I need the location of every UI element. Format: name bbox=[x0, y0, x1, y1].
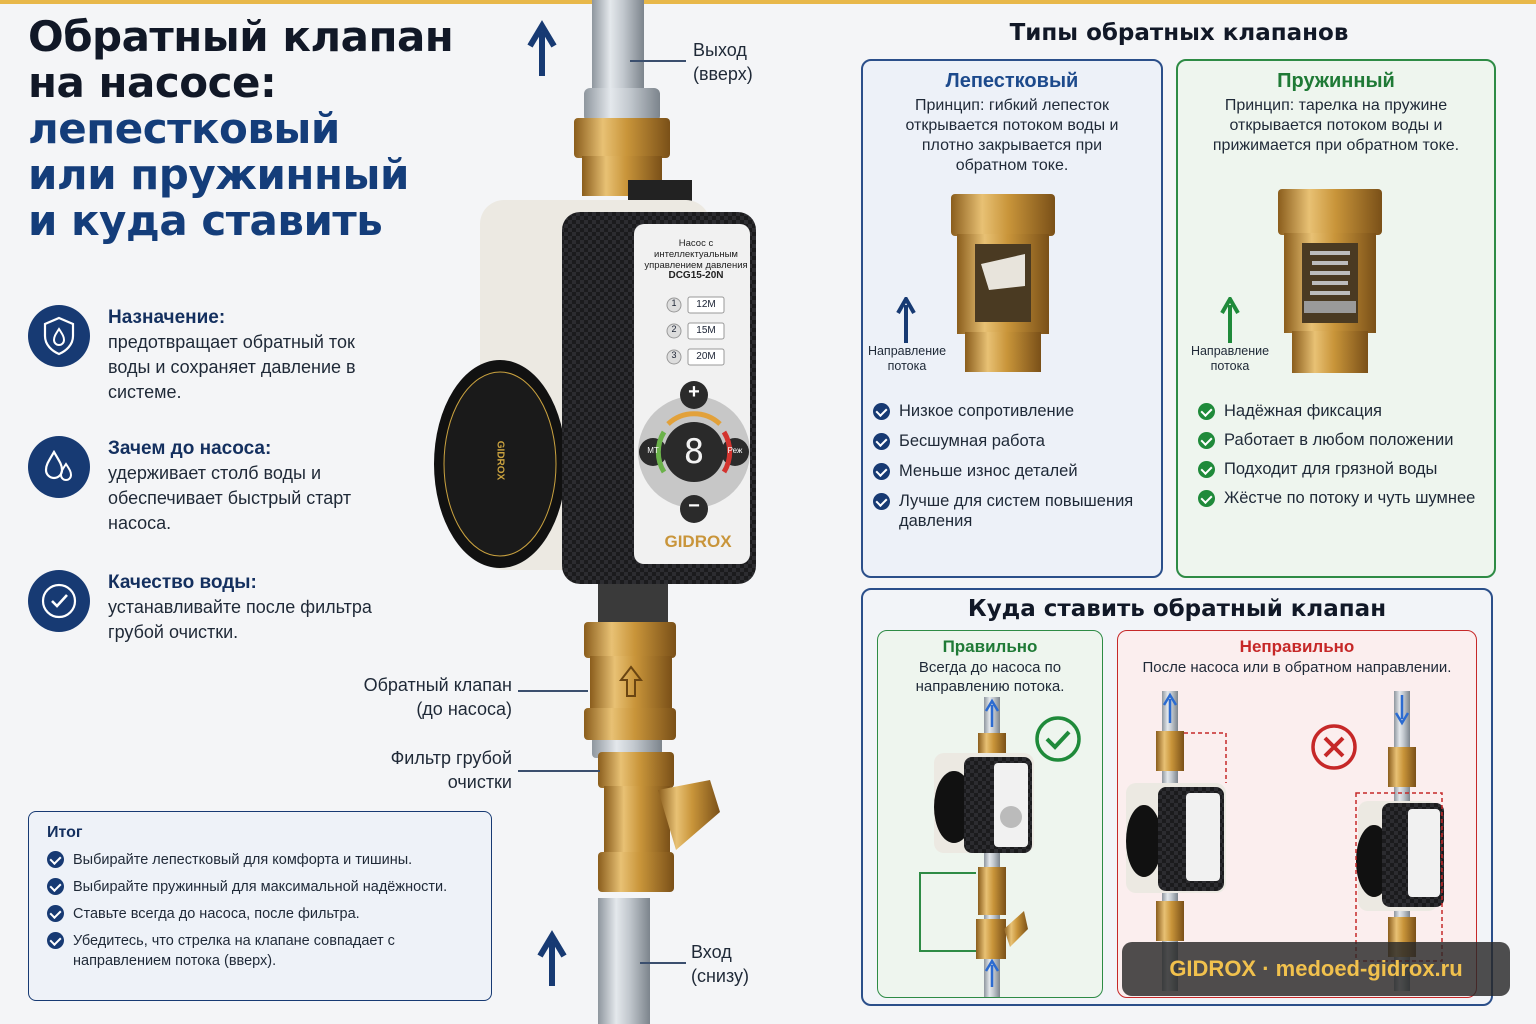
correct-title: Правильно bbox=[942, 637, 1038, 656]
check-icon bbox=[1198, 403, 1215, 420]
summary-box: Итог Выбирайте лепестковый для комфорта … bbox=[28, 811, 492, 1001]
inlet-label: Вход (снизу) bbox=[691, 942, 750, 986]
check-valve bbox=[584, 622, 676, 658]
petal-title: Лепестковый bbox=[945, 70, 1079, 92]
petal-flow-arrow-icon bbox=[896, 297, 916, 343]
check-icon bbox=[873, 403, 890, 420]
filter-leader-line bbox=[518, 770, 600, 772]
check-icon bbox=[1198, 461, 1215, 478]
spring-valve-card: Пружинный Принцип: тарелка на пружине от… bbox=[1176, 59, 1496, 578]
pump-panel-header: Насос с интеллектуальным управлением дав… bbox=[644, 238, 748, 271]
placement-heading: Куда ставить обратный клапан bbox=[967, 596, 1387, 622]
correct-assembly-illustration bbox=[919, 697, 1034, 997]
preset-15m[interactable]: 15M bbox=[696, 325, 716, 336]
outlet-leader-line bbox=[630, 60, 686, 62]
summary-item: Выбирайте лепестковый для комфорта и тиш… bbox=[47, 850, 473, 870]
spring-valve-cutaway bbox=[1278, 189, 1382, 373]
plus-label: + bbox=[688, 381, 700, 403]
outlet-pipe bbox=[592, 0, 644, 100]
petal-principle: Принцип: гибкий лепесток открывается пот… bbox=[905, 97, 1119, 174]
preset-20m[interactable]: 20M bbox=[696, 351, 716, 362]
summary-item: Выбирайте пружинный для максимальной над… bbox=[47, 877, 473, 897]
check-icon bbox=[873, 433, 890, 450]
correct-placement-panel: Правильно Всегда до насоса по направлени… bbox=[877, 630, 1103, 998]
water-drops-icon bbox=[28, 436, 90, 498]
preset-num: 3 bbox=[671, 350, 677, 360]
inlet-arrow-icon bbox=[537, 930, 567, 986]
strainer-filter bbox=[598, 752, 674, 788]
wrong-assembly-illustration bbox=[1126, 691, 1444, 991]
check-icon bbox=[47, 905, 64, 922]
check-icon bbox=[47, 932, 64, 949]
valve-label: Обратный клапан (до насоса) bbox=[363, 675, 512, 719]
petal-valve-cutaway bbox=[951, 194, 1055, 372]
pump-display: 8 bbox=[683, 432, 705, 472]
wrong-cross-icon bbox=[1311, 724, 1357, 770]
top-accent-line bbox=[0, 0, 1536, 4]
summary-heading: Итог bbox=[47, 824, 83, 841]
petal-pro-item: Лучше для систем повышения давления bbox=[873, 491, 1153, 531]
pump-plus-button[interactable] bbox=[680, 381, 708, 409]
inlet-leader-line bbox=[640, 962, 686, 964]
check-icon bbox=[47, 851, 64, 868]
side-brand-label: GIDROX bbox=[494, 440, 506, 481]
spring-pro-item: Подходит для грязной воды bbox=[1198, 459, 1488, 479]
check-icon bbox=[1198, 432, 1215, 449]
petal-valve-card: Лепестковый Принцип: гибкий лепесток отк… bbox=[861, 59, 1163, 578]
pump-minus-button[interactable] bbox=[680, 495, 708, 523]
types-heading: Типы обратных клапанов bbox=[1009, 20, 1349, 46]
preset-num: 1 bbox=[671, 298, 677, 308]
petal-pro-item: Меньше износ деталей bbox=[873, 461, 1153, 481]
check-icon bbox=[873, 463, 890, 480]
pump-model: DCG15-20N bbox=[668, 270, 724, 281]
outlet-label: Выход (вверх) bbox=[693, 40, 753, 84]
mode-label: Реж bbox=[727, 446, 743, 455]
valve-flow-arrow-icon bbox=[618, 665, 644, 697]
summary-item: Убедитесь, что стрелка на клапане совпад… bbox=[47, 931, 473, 971]
wrong-text: После насоса или в обратном направлении. bbox=[1142, 659, 1452, 676]
correct-text: Всегда до насоса по направлению потока. bbox=[915, 659, 1065, 695]
minus-label: − bbox=[688, 495, 700, 517]
petal-flow-label: Направление потока bbox=[867, 344, 947, 373]
checkmark-circle-icon bbox=[28, 570, 90, 632]
petal-pro-item: Низкое сопротивление bbox=[873, 401, 1153, 421]
spring-title: Пружинный bbox=[1277, 70, 1395, 92]
preset-12m[interactable]: 12M bbox=[696, 299, 716, 310]
spring-flow-arrow-icon bbox=[1220, 297, 1240, 343]
inlet-pipe bbox=[598, 898, 650, 1024]
valve-leader-line bbox=[518, 690, 588, 692]
mt-label: MT bbox=[647, 446, 659, 455]
spring-principle: Принцип: тарелка на пружине открывается … bbox=[1212, 97, 1460, 154]
petal-pro-item: Бесшумная работа bbox=[873, 431, 1153, 451]
check-icon bbox=[47, 878, 64, 895]
pump-brand-logo: GIDROX bbox=[664, 532, 732, 551]
spring-pro-item: Надёжная фиксация bbox=[1198, 401, 1488, 421]
watermark-badge: GIDROX · medoed-gidrox.ru bbox=[1122, 942, 1510, 996]
water-drop-shield-icon bbox=[28, 305, 90, 367]
wrong-title: Неправильно bbox=[1239, 637, 1355, 656]
page-title: Обратный клапан на насосе: лепестковый и… bbox=[28, 12, 454, 245]
check-icon bbox=[873, 493, 890, 510]
summary-item: Ставьте всегда до насоса, после фильтра. bbox=[47, 904, 473, 924]
correct-check-icon bbox=[1035, 716, 1081, 762]
pump-assembly-illustration bbox=[434, 0, 756, 1024]
wrong-placement-panel: Неправильно После насоса или в обратном … bbox=[1117, 630, 1477, 998]
filter-label: Фильтр грубой очистки bbox=[390, 748, 512, 792]
spring-pro-item: Жёстче по потоку и чуть шумнее bbox=[1198, 488, 1488, 508]
preset-num: 2 bbox=[671, 324, 677, 334]
spring-flow-label: Направление потока bbox=[1190, 344, 1270, 373]
outlet-arrow-icon bbox=[527, 20, 557, 76]
check-icon bbox=[1198, 490, 1215, 507]
top-brass-fitting bbox=[574, 118, 670, 158]
spring-pro-item: Работает в любом положении bbox=[1198, 430, 1488, 450]
